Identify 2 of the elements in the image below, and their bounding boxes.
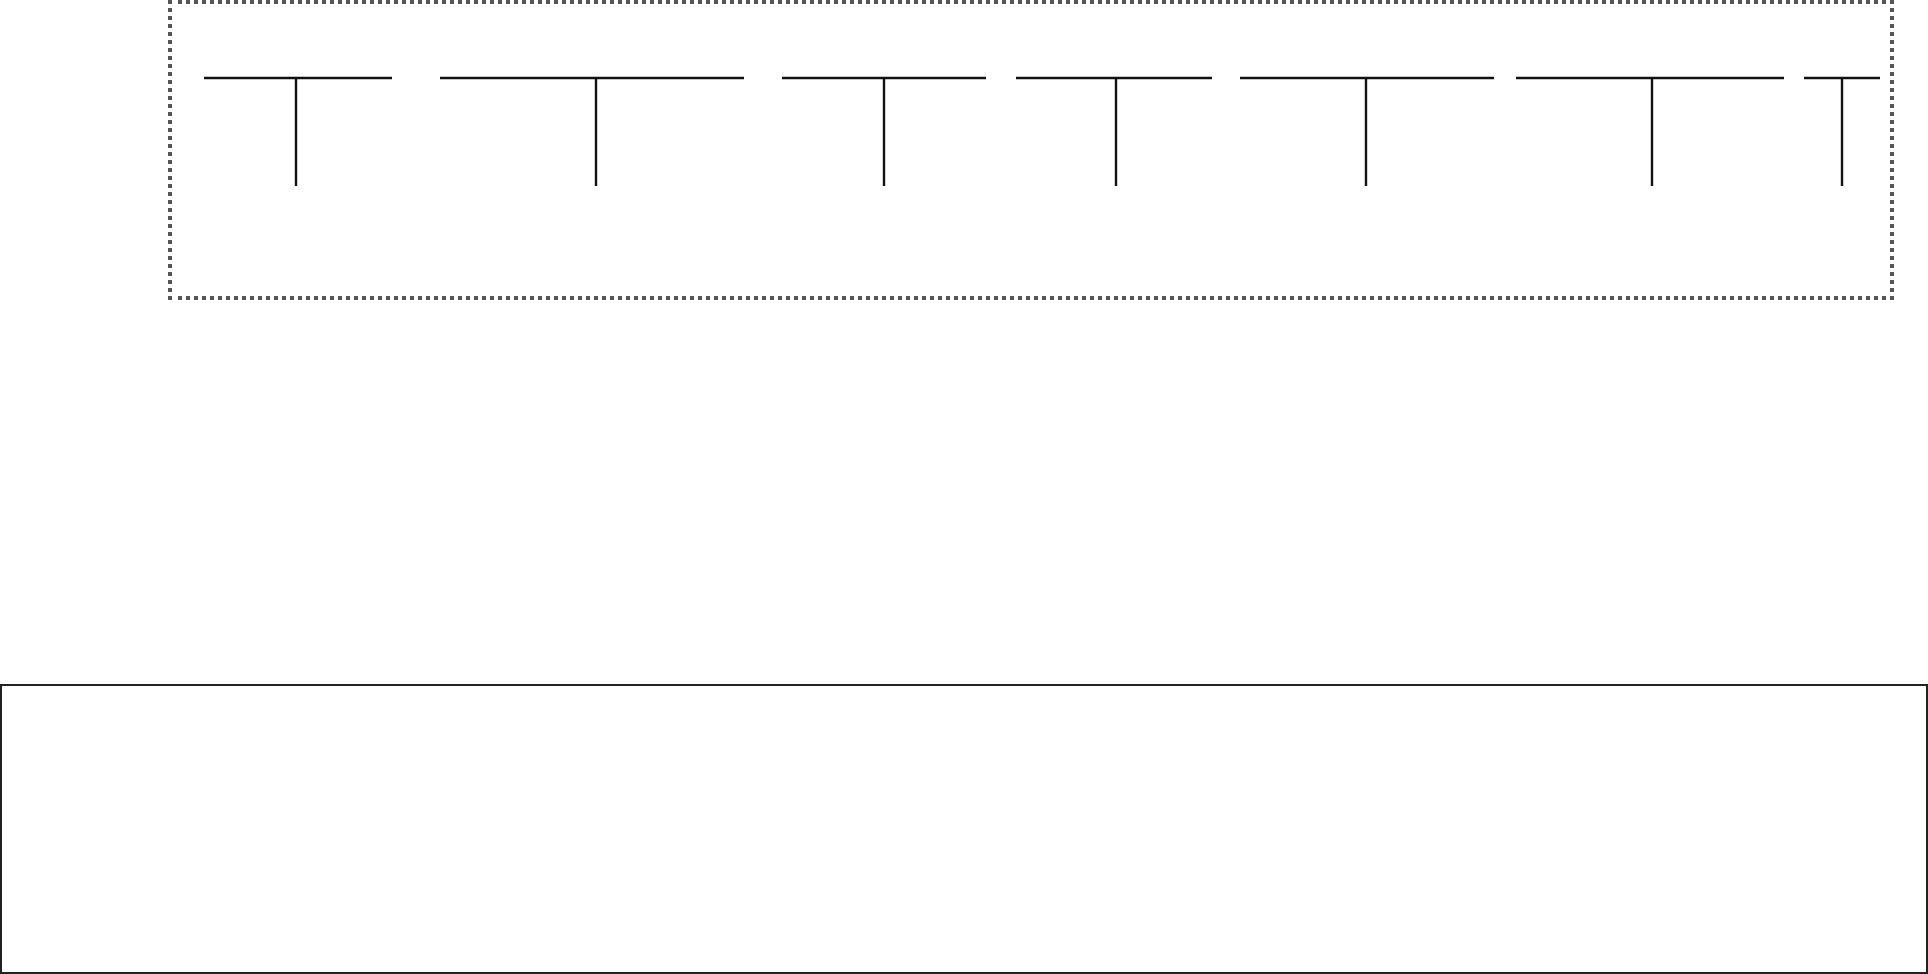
outline-box xyxy=(0,684,1928,974)
dotted-frame xyxy=(168,0,1894,300)
